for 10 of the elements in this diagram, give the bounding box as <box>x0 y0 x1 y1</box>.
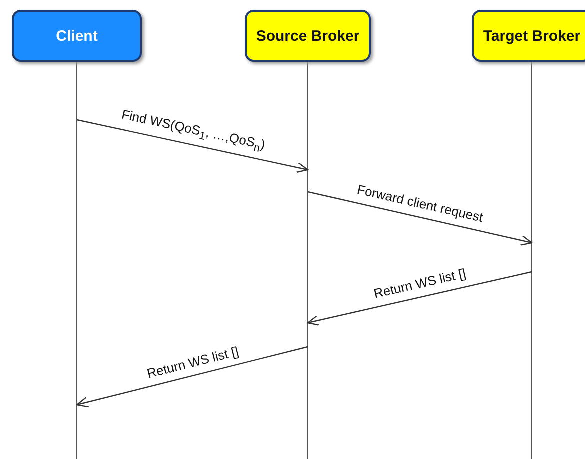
message-label: Forward client request <box>355 182 484 226</box>
message-arrow <box>76 119 309 174</box>
participant-box: Client <box>12 10 142 62</box>
message-label: Return WS list [] <box>145 343 240 381</box>
message-label: Return WS list [] <box>372 266 468 302</box>
participant-box: Target Broker <box>472 10 585 62</box>
message-arrow <box>308 191 533 246</box>
message-arrow <box>76 346 308 408</box>
participant-box: Source Broker <box>245 10 371 62</box>
message-arrow <box>307 271 532 326</box>
